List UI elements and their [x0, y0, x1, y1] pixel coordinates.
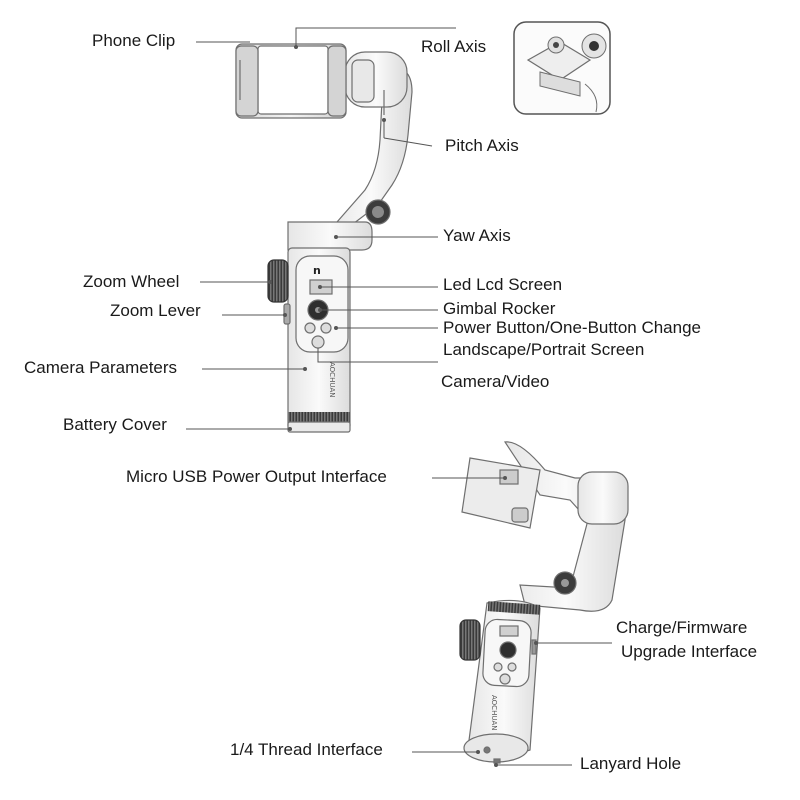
roll-axis-inset [513, 21, 611, 115]
label-phone-clip: Phone Clip [92, 31, 176, 50]
svg-text:AOCHUAN: AOCHUAN [328, 362, 336, 397]
zoom-wheel-part [267, 259, 289, 303]
label-yaw-axis: Yaw Axis [443, 226, 511, 245]
label-power-button: Power Button/One-Button Change [443, 318, 701, 337]
label-charge-firmware-line2: Upgrade Interface [621, 642, 758, 661]
label-camera-video: Camera/Video [441, 372, 550, 391]
label-battery-cover: Battery Cover [63, 415, 167, 434]
yaw-motor [287, 221, 373, 251]
label-zoom-lever: Zoom Lever [110, 301, 201, 320]
phone-clip-part [235, 43, 347, 119]
label-zoom-wheel: Zoom Wheel [83, 272, 180, 291]
label-pitch-axis: Pitch Axis [445, 136, 519, 155]
label-roll-axis: Roll Axis [421, 37, 487, 56]
gimbal-side-view: AOCHUAN [459, 441, 629, 764]
label-camera-parameters: Camera Parameters [24, 358, 178, 377]
battery-cover-part [288, 412, 350, 422]
label-gimbal-rocker: Gimbal Rocker [443, 299, 556, 318]
label-lanyard-hole: Lanyard Hole [580, 754, 682, 773]
label-thread-interface: 1/4 Thread Interface [230, 740, 383, 759]
pitch-arm [328, 67, 413, 231]
svg-text:AOCHUAN: AOCHUAN [490, 695, 498, 730]
label-landscape-portrait: Landscape/Portrait Screen [443, 340, 645, 359]
label-charge-firmware-line1: Charge/Firmware [616, 618, 748, 637]
gimbal-front-view: n AOCHUAN [235, 43, 413, 433]
leader-dots [268, 45, 538, 767]
leader-lines [186, 27, 612, 766]
svg-text:n: n [313, 264, 321, 277]
label-micro-usb: Micro USB Power Output Interface [126, 467, 387, 486]
label-led-lcd-screen: Led Lcd Screen [443, 275, 563, 294]
